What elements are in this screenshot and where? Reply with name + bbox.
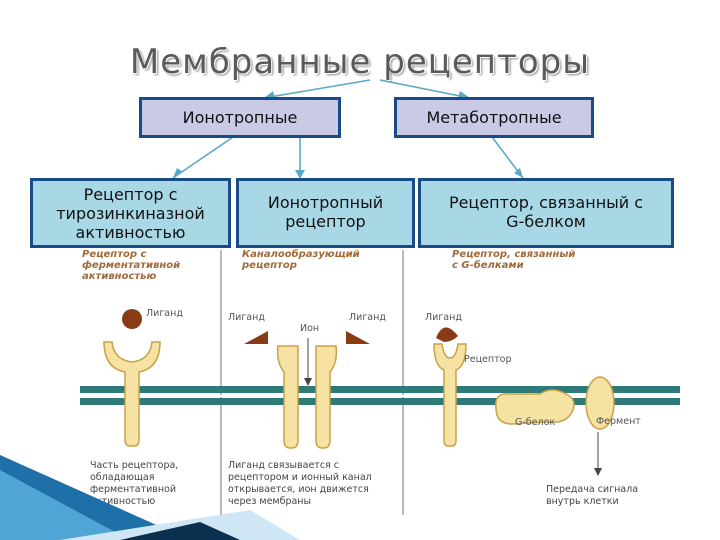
category-metabotropic: Метаботропные (394, 97, 594, 138)
category-ionotropic: Ионотропные (139, 97, 341, 138)
enzyme-heading-2: ферментативной (82, 259, 180, 271)
channel-subunit-left (276, 345, 299, 449)
ligand-label-3: Лиганд (349, 312, 386, 323)
ion-receptor-line-1: Ионотропный (267, 193, 384, 212)
ligand-label-1: Лиганд (146, 308, 183, 319)
channel-caption-4: через мембраны (228, 496, 311, 507)
channel-caption-1: Лиганд связывается с (228, 460, 339, 471)
enzyme-caption-1: Часть рецептора, (90, 460, 178, 471)
channel-heading-1: Каналообразующий (242, 248, 360, 260)
ion-receptor-line-2: рецептор (285, 212, 366, 231)
category-metabotropic-label: Метаботропные (426, 108, 562, 127)
tyrosine-line-3: активностью (75, 222, 186, 242)
enzyme-receptor-shape (103, 341, 161, 447)
enzyme-caption-4: активностью (90, 496, 155, 507)
channel-caption-2: рецептором и ионный канал (228, 472, 372, 483)
tyrosine-line-2: тирозинкиназной (56, 203, 205, 223)
ligand-circle (122, 309, 142, 329)
page-title: Мембранные рецепторы (129, 42, 591, 82)
corner-decoration (0, 455, 300, 540)
ligand-label-2: Лиганд (228, 312, 265, 323)
signal-caption-2: внутрь клетки (546, 496, 619, 507)
type-tyrosine-kinase: Рецептор с тирозинкиназной активностью (30, 178, 231, 248)
channel-heading-2: рецептор (241, 260, 297, 271)
category-ionotropic-label: Ионотропные (182, 108, 298, 127)
gprotein-line-2: G-белком (506, 212, 586, 231)
gprotein-heading-1: Рецептор, связанный (452, 249, 575, 260)
ligand-triangle-left (244, 331, 268, 344)
channel-subunit-right (315, 345, 338, 449)
ligand-triangle-right (346, 331, 370, 344)
g-protein-label: G-белок (515, 417, 555, 428)
cell-membrane (80, 386, 680, 405)
ligand-label-4: Лиганд (425, 312, 462, 323)
gpcr-ligand (436, 327, 458, 342)
g-protein-shape (495, 389, 575, 425)
enzyme-caption-3: ферментативной (90, 484, 176, 495)
enzyme-heading-1: Рецептор с (82, 249, 147, 260)
signal-caption-1: Передача сигнала (546, 484, 638, 495)
type-ionotropic-receptor: Ионотропный рецептор (236, 178, 415, 248)
enzyme-caption-2: обладающая (90, 472, 154, 483)
gprotein-line-1: Рецептор, связанный с (448, 193, 644, 212)
enzyme-shape (585, 376, 615, 430)
receptor-label: Рецептор (464, 354, 511, 365)
gpcr-receptor-shape (433, 343, 467, 447)
enzyme-heading-3: активностью (82, 271, 156, 282)
channel-caption-3: открывается, ион движется (228, 484, 369, 495)
enzyme-label: Фермент (596, 416, 641, 427)
signal-arrowhead (594, 468, 602, 476)
tyrosine-line-1: Рецептор с (83, 184, 178, 204)
ion-label: Ион (300, 323, 319, 334)
ion-arrowhead (304, 378, 312, 386)
type-g-protein-receptor: Рецептор, связанный с G-белком (418, 178, 674, 248)
gprotein-heading-2: с G-белками (452, 259, 524, 271)
